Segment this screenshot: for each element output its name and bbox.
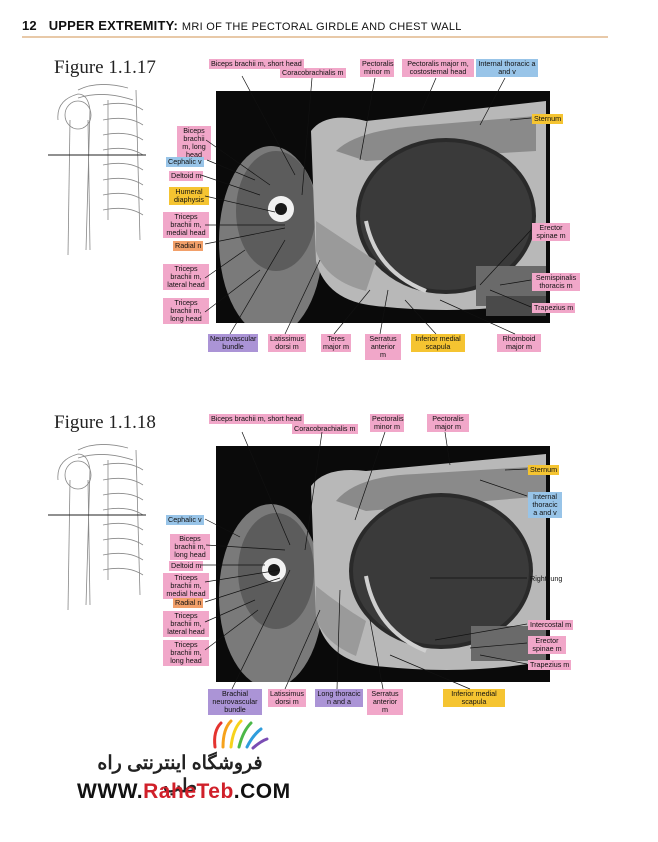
- label-pectoralis-major-2: Pectoralis major m: [427, 414, 469, 432]
- label-pectoralis-minor-2: Pectoralis minor m: [370, 414, 404, 432]
- label-deltoid-2: Deltoid m: [169, 561, 204, 571]
- mri-image-1: [216, 91, 550, 323]
- label-triceps-long: Triceps brachii m, long head: [163, 298, 209, 324]
- page-header: 12 UPPER EXTREMITY: MRI OF THE PECTORAL …: [22, 18, 462, 33]
- label-biceps-long-head-2: Biceps brachii m, long head: [170, 534, 210, 560]
- label-radial-nerve-2: Radial n: [173, 598, 204, 608]
- url-brand: RaheTeb: [143, 780, 234, 803]
- label-pectoralis-major: Pectoralis major m, costosternal head: [402, 59, 474, 77]
- label-cephalic-vein-2: Cephalic v: [166, 515, 204, 525]
- label-neurovascular-bundle: Neurovascular bundle: [208, 334, 258, 352]
- label-sternum: Sternum: [532, 114, 564, 124]
- section-title: UPPER EXTREMITY:: [48, 18, 179, 33]
- rahe-teb-logo: [213, 719, 269, 750]
- label-internal-thoracic: Internal thoracic a and v: [476, 59, 538, 77]
- label-trapezius: Trapezius m: [532, 303, 576, 313]
- label-intercostal: Intercostal m: [528, 620, 574, 630]
- label-radial-nerve: Radial n: [173, 241, 204, 251]
- page-number: 12: [22, 18, 37, 33]
- label-sternum-2: Sternum: [528, 465, 560, 475]
- label-biceps-short-head: Biceps brachii m, short head: [209, 59, 304, 69]
- label-erector-spinae-2: Erector spinae m: [528, 636, 566, 654]
- label-right-lung: Right lung: [530, 574, 563, 583]
- label-long-thoracic: Long thoracic n and a: [315, 689, 363, 707]
- label-triceps-lateral: Triceps brachii m, lateral head: [163, 264, 209, 290]
- label-inferior-medial-scapula: Inferior medial scapula: [411, 334, 465, 352]
- label-teres-major: Teres major m: [321, 334, 351, 352]
- mri-scan-1: [216, 91, 550, 323]
- label-pectoralis-minor: Pectoralis minor m: [360, 59, 394, 77]
- label-semispinalis: Semispinalis thoracis m: [532, 273, 580, 291]
- label-triceps-long-2: Triceps brachii m, long head: [163, 640, 209, 666]
- section-subtitle: MRI OF THE PECTORAL GIRDLE AND CHEST WAL…: [181, 21, 462, 33]
- label-deltoid: Deltoid m: [169, 171, 204, 181]
- label-internal-thoracic-2: Internal thoracic a and v: [528, 492, 562, 518]
- figure-title-2: Figure 1.1.18: [54, 412, 156, 433]
- skeleton-sketch-2: [48, 444, 146, 611]
- url-suffix: .COM: [233, 780, 291, 803]
- label-biceps-short-head-2: Biceps brachii m, short head: [209, 414, 304, 424]
- figure-title-1: Figure 1.1.17: [54, 57, 156, 78]
- watermark-url[interactable]: WWW.RaheTeb.COM: [77, 780, 291, 804]
- skeleton-sketch-1: [48, 84, 146, 256]
- label-serratus-anterior: Serratus anterior m: [365, 334, 401, 360]
- label-coracobrachialis: Coracobrachialis m: [280, 68, 346, 78]
- header-rule: [22, 36, 608, 38]
- label-brachial-neurovascular: Brachial neurovascular bundle: [208, 689, 262, 715]
- label-cephalic-vein: Cephalic v: [166, 157, 204, 167]
- label-triceps-medial: Triceps brachii m, medial head: [163, 212, 209, 238]
- label-biceps-long-head: Biceps brachii m, long head: [177, 126, 211, 160]
- label-latissimus-2: Latissimus dorsi m: [268, 689, 306, 707]
- label-inferior-medial-scapula-2: Inferior medial scapula: [443, 689, 505, 707]
- mri-scan-2: [216, 446, 550, 682]
- mri-image-2: [216, 446, 550, 682]
- label-serratus-anterior-2: Serratus anterior m: [367, 689, 403, 715]
- label-latissimus: Latissimus dorsi m: [268, 334, 306, 352]
- label-humeral-diaphysis: Humeral diaphysis: [169, 187, 209, 205]
- url-prefix: WWW.: [77, 780, 144, 803]
- label-coracobrachialis-2: Coracobrachialis m: [292, 424, 358, 434]
- watermark-persian-text: فروشگاه اینترنتی راه طب: [97, 753, 263, 797]
- label-triceps-medial-2: Triceps brachii m, medial head: [163, 573, 209, 599]
- label-erector-spinae: Erector spinae m: [532, 223, 570, 241]
- label-triceps-lateral-2: Triceps brachii m, lateral head: [163, 611, 209, 637]
- label-rhomboid-major: Rhomboid major m: [497, 334, 541, 352]
- label-trapezius-2: Trapezius m: [528, 660, 572, 670]
